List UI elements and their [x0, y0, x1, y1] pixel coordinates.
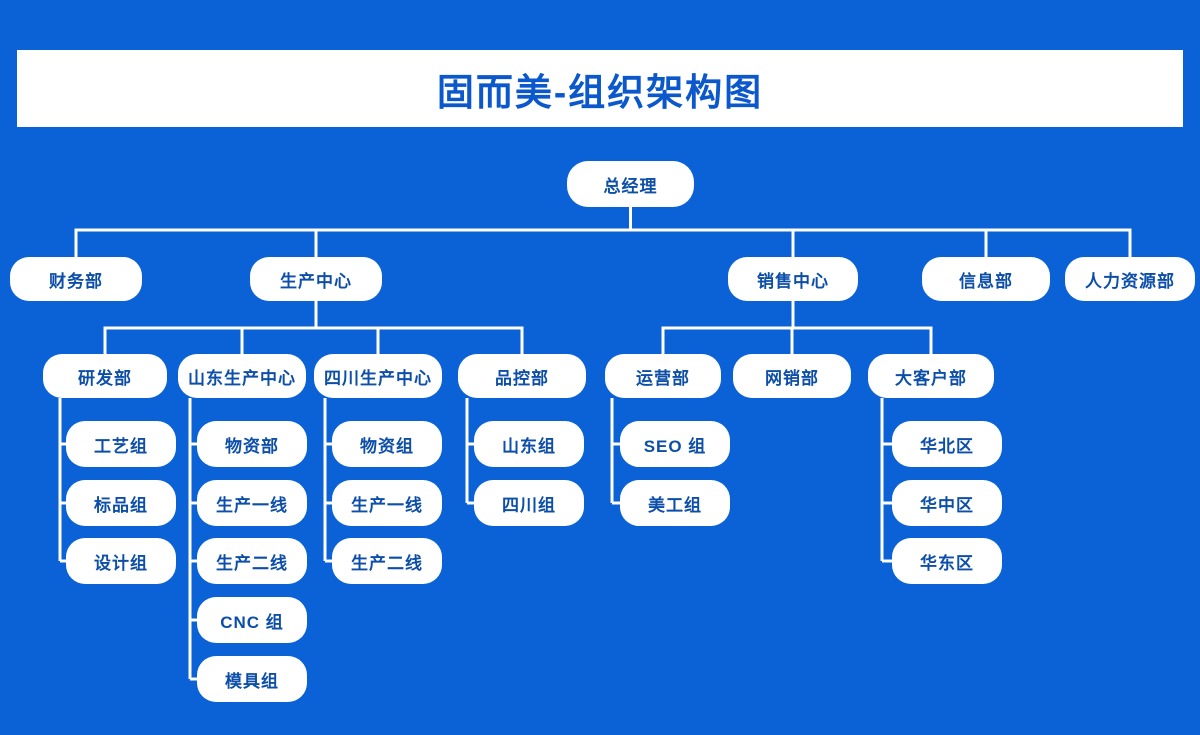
page-title: 固而美-组织架构图	[436, 71, 764, 113]
node-east-china-region: 华东区	[892, 538, 1002, 584]
connector-sichuan-children	[323, 398, 332, 563]
node-materials-dept: 物资部	[197, 421, 307, 467]
node-production-center: 生产中心	[250, 257, 382, 301]
node-cnc-group: CNC 组	[197, 597, 307, 643]
node-craft-group: 工艺组	[66, 421, 176, 467]
node-operations-dept: 运营部	[605, 354, 721, 398]
node-rd-dept: 研发部	[43, 354, 167, 398]
node-general-manager: 总经理	[567, 161, 694, 207]
node-shandong-group: 山东组	[474, 421, 584, 467]
node-sichuan-group: 四川组	[474, 480, 584, 526]
connector-rd-children	[58, 398, 66, 563]
node-design-group: 设计组	[66, 538, 176, 584]
connector-sales-branch	[661, 301, 933, 354]
node-hr-dept: 人力资源部	[1065, 257, 1195, 301]
node-production-line-2-shandong: 生产二线	[197, 538, 307, 584]
connector-key-accounts-children	[880, 398, 892, 563]
node-standard-product-group: 标品组	[66, 480, 176, 526]
node-production-line-1-shandong: 生产一线	[197, 480, 307, 526]
connector-shandong-children	[188, 398, 197, 681]
node-sales-center: 销售中心	[728, 257, 858, 301]
node-finance-dept: 财务部	[10, 257, 142, 301]
title-banner: 固而美-组织架构图	[17, 50, 1183, 127]
node-north-china-region: 华北区	[892, 421, 1002, 467]
node-mold-group: 模具组	[197, 656, 307, 702]
connector-operations-children	[610, 398, 620, 505]
node-art-group: 美工组	[620, 480, 730, 526]
node-production-line-2-sichuan: 生产二线	[332, 538, 442, 584]
node-central-china-region: 华中区	[892, 480, 1002, 526]
node-online-sales-dept: 网销部	[733, 354, 851, 398]
node-seo-group: SEO 组	[620, 421, 730, 467]
node-information-dept: 信息部	[922, 257, 1050, 301]
node-quality-control-dept: 品控部	[458, 354, 586, 398]
node-key-accounts-dept: 大客户部	[868, 354, 994, 398]
connector-qc-children	[465, 398, 474, 505]
connector-production-branch	[103, 301, 524, 354]
node-production-line-1-sichuan: 生产一线	[332, 480, 442, 526]
node-shandong-production-center: 山东生产中心	[178, 354, 306, 398]
node-materials-group: 物资组	[332, 421, 442, 467]
connector-root-to-level1	[74, 207, 1132, 257]
node-sichuan-production-center: 四川生产中心	[314, 354, 442, 398]
